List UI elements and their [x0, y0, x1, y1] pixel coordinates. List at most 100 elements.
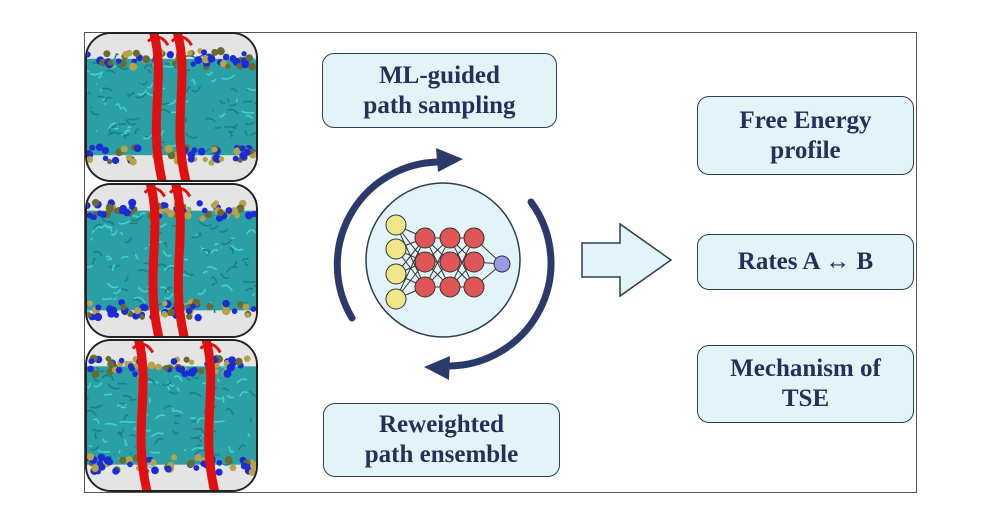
lipid-tail [172, 409, 184, 414]
lipid-headgroup [197, 367, 205, 375]
lipid-tail [97, 449, 111, 453]
lipid-headgroup [95, 304, 102, 311]
lipid-tail [87, 396, 90, 401]
hidden-node [463, 276, 485, 298]
lipid-tail [197, 288, 207, 296]
lipid-tail [133, 296, 147, 304]
lipid-headgroup [119, 456, 127, 464]
lipid-tail [94, 432, 97, 440]
lipid-tail [163, 241, 168, 248]
lipid-tail [119, 231, 124, 236]
network-edge [395, 237, 426, 300]
lipid-headgroup [162, 311, 169, 318]
lipid-headgroup [232, 155, 239, 162]
lipid-headgroup [145, 456, 152, 463]
lipid-tail [144, 247, 148, 251]
lipid-headgroup [241, 51, 247, 57]
lipid-headgroup [245, 54, 254, 62]
lipid-tail [238, 390, 248, 397]
lipid-tail [87, 309, 91, 313]
lipid-tail [206, 148, 211, 152]
lipid-headgroup [155, 363, 162, 371]
lipid-tail [101, 374, 110, 379]
lipid-headgroup [164, 465, 172, 473]
lipid-headgroup [102, 155, 109, 162]
lipid-tail [252, 230, 256, 234]
lipid-tail [89, 71, 104, 76]
lipid-tail [236, 378, 248, 384]
lipid-tail [127, 117, 140, 121]
lipid-tail [93, 250, 103, 257]
lipid-tail [168, 391, 178, 395]
lipid-tail [221, 284, 233, 292]
lipid-tail [124, 129, 131, 135]
lipid-tail [147, 82, 154, 89]
helix-loop [168, 186, 192, 198]
lipid-tail [123, 414, 129, 421]
lipid-tail [166, 381, 176, 387]
lipid-tail [117, 122, 127, 126]
lipid-tail [101, 87, 113, 92]
lipid-headgroup [101, 146, 109, 155]
lipid-tail [226, 108, 239, 115]
lipid-tail [249, 390, 256, 398]
hidden-node [414, 227, 436, 249]
lipid-tail [89, 110, 100, 116]
lipid-headgroup [87, 300, 93, 307]
helix-loop [199, 342, 222, 354]
lipid-tail [93, 418, 100, 424]
lipid-tail [173, 421, 180, 425]
protein-helix [173, 34, 191, 180]
lipid-tail [233, 123, 239, 128]
helix-loop [147, 35, 170, 47]
lipid-headgroup [233, 147, 241, 155]
lipid-headgroup [190, 61, 196, 67]
lipid-tail [125, 118, 137, 126]
right-arrow-icon [581, 222, 673, 298]
lipid-tail [220, 273, 230, 280]
lipid-tail [87, 91, 91, 95]
lipid-headgroup [210, 202, 217, 209]
lipid-tail [97, 95, 106, 99]
lipid-tail [211, 109, 215, 112]
lipid-headgroup [206, 302, 214, 310]
lipid-tail [230, 244, 244, 251]
lipid-headgroup [170, 358, 178, 365]
membrane-illustration [87, 34, 256, 180]
lipid-tail [96, 366, 105, 373]
lipid-tail [87, 265, 93, 268]
lipid-headgroup [91, 464, 99, 473]
lipid-tail [102, 438, 108, 443]
lipid-tail [254, 102, 256, 105]
lipid-headgroup [147, 361, 156, 370]
protein-helix [146, 185, 164, 336]
lipid-tail [137, 89, 148, 96]
lipid-tail [163, 293, 174, 300]
lipid-tail [92, 223, 103, 231]
lipid-tail [111, 264, 116, 272]
lipid-headgroup [239, 151, 248, 160]
lipid-tail [225, 408, 234, 415]
lipid-headgroup [231, 308, 238, 315]
lipid-tail [205, 117, 216, 123]
lipid-headgroup [237, 301, 244, 308]
lipid-headgroup [171, 60, 177, 66]
lipid-tail [105, 422, 118, 427]
input-node [385, 238, 407, 260]
lipid-headgroup [242, 303, 250, 311]
lipid-headgroup [125, 154, 133, 161]
lipid-tail [120, 255, 129, 260]
lipid-tail [105, 255, 113, 261]
lipid-headgroup [142, 55, 151, 64]
lipid-tail [87, 409, 98, 417]
lipid-headgroup [207, 54, 216, 63]
lipid-tail [90, 404, 104, 409]
lipid-tail [112, 296, 118, 301]
lipid-tail [188, 392, 203, 398]
lipid-headgroup [229, 55, 237, 62]
lipid-headgroup [201, 49, 208, 56]
lipid-tail [117, 428, 125, 436]
hidden-node [463, 227, 485, 249]
lipid-headgroup [226, 363, 235, 372]
lipid-headgroup [129, 204, 135, 210]
